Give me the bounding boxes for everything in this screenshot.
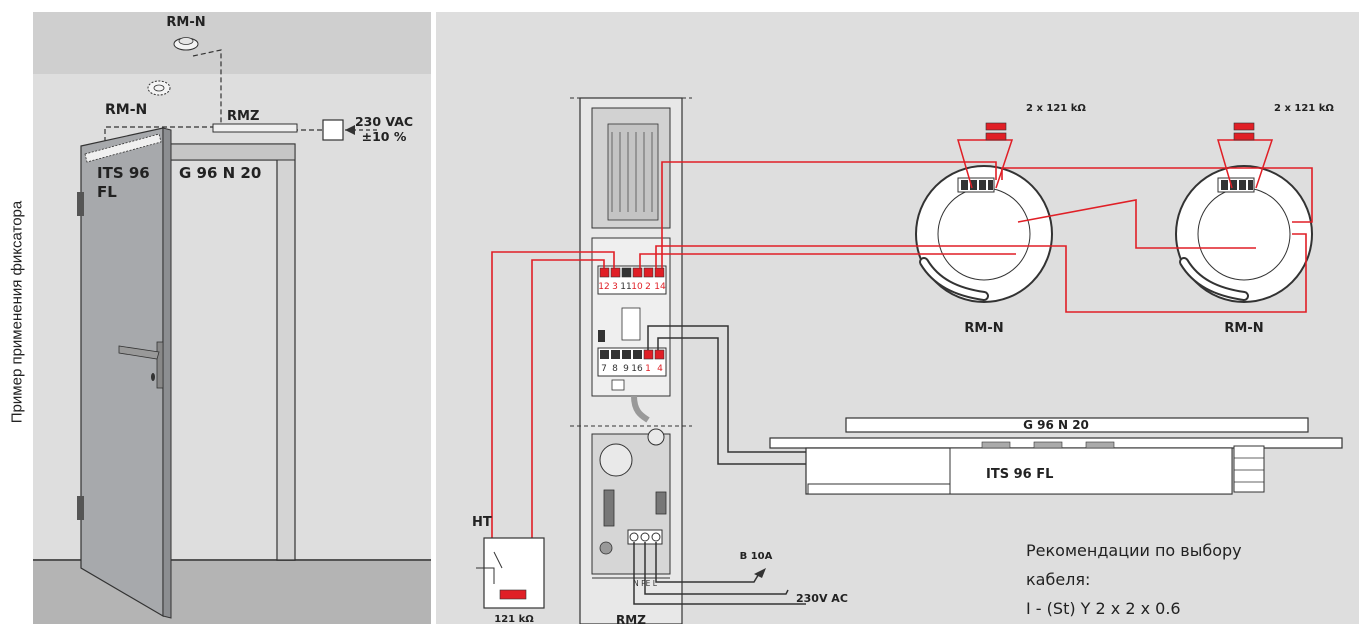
ceiling-smoke-detector-icon (173, 37, 199, 51)
rmz-label: RMZ (227, 109, 259, 124)
wiring-diagram-panel: 12 3 11 10 2 14 7 8 9 16 1 4 (436, 12, 1359, 624)
terminal-lower-7: 7 (601, 364, 607, 374)
controller-housing (570, 97, 692, 624)
terminal-upper-10: 10 (631, 282, 643, 292)
door-installation-panel: RM-N RM-N 230 VAC ±10 % RMZ (33, 12, 431, 624)
power-supply-box (322, 119, 344, 141)
terminal-lower-9: 9 (623, 364, 629, 374)
detector-label-2: RM-N (1224, 321, 1263, 336)
terminal-lower-4: 4 (657, 364, 663, 374)
terminal-upper-numbers: 12 3 11 10 2 14 (598, 282, 666, 292)
terminal-lower-16: 16 (631, 364, 643, 374)
mains-label: 230V AC (796, 592, 848, 605)
ceiling (33, 12, 431, 74)
terminal-upper-2: 2 (645, 282, 651, 292)
door-frame (164, 143, 296, 561)
smoke-detector-base-1 (915, 165, 1053, 303)
ht-manual-release-button (476, 537, 545, 609)
transom-smoke-detector-icon (147, 80, 171, 96)
its-unit-label: ITS 96 FL (986, 467, 1053, 482)
door-leaf-edge (162, 127, 172, 619)
g96-label: G 96 N 20 (179, 164, 261, 182)
resistor-pair-2 (1217, 122, 1274, 189)
ht-label: HT (472, 515, 492, 530)
cable-recommendation-line3: I - (St) Y 2 x 2 x 0.6 (1026, 599, 1181, 618)
terminal-block-lower (597, 347, 667, 377)
wiring-diagram: 12 3 11 10 2 14 7 8 9 16 1 4 (472, 97, 1343, 624)
cable-recommendation-line2: кабеля: (1026, 570, 1091, 589)
lower-hinge-icon (77, 496, 84, 520)
side-caption: Пример применения фиксатора (4, 0, 30, 624)
breaker-label: B 10A (740, 551, 773, 562)
its-control-wires (647, 325, 806, 465)
rmz-unit (212, 123, 298, 133)
cable-recommendation-line1: Рекомендации по выбору (1026, 541, 1242, 560)
ceiling-detector-label: RM-N (166, 15, 205, 30)
its-label-line2: FL (97, 183, 117, 201)
g96-bar-label: G 96 N 20 (1023, 418, 1089, 432)
power-arrow-icon (345, 125, 355, 135)
resistor-pair-1 (957, 122, 1014, 189)
resistor-label-1: 2 x 121 kΩ (1026, 103, 1086, 114)
door-closer-arm (84, 133, 162, 163)
its-closer-unit (805, 441, 1265, 495)
side-caption-text: Пример применения фиксатора (8, 200, 26, 424)
power-tolerance-label: ±10 % (362, 129, 407, 144)
transom-detector-label: RM-N (105, 102, 147, 118)
terminal-lower-1: 1 (645, 364, 651, 374)
terminal-upper-14: 14 (654, 282, 666, 292)
door-handle-icon (118, 341, 164, 389)
rmz-label: RMZ (616, 613, 646, 624)
its-label-line1: ITS 96 (97, 164, 150, 182)
door-leaf (80, 127, 164, 618)
terminal-block-upper (597, 265, 667, 295)
door-frame-header (164, 143, 296, 161)
door-installation-drawing: RM-N RM-N 230 VAC ±10 % RMZ (33, 12, 431, 624)
upper-hinge-icon (77, 192, 84, 216)
terminal-lower-8: 8 (612, 364, 618, 374)
detector-label-1: RM-N (964, 321, 1003, 336)
cable-recommendation: Рекомендации по выбору кабеля: I - (St) … (1026, 536, 1326, 623)
terminal-upper-3: 3 (612, 282, 618, 292)
terminal-lower-numbers: 7 8 9 16 1 4 (601, 364, 663, 374)
circuit-breaker-icon (736, 568, 766, 583)
terminal-upper-11: 11 (620, 282, 631, 292)
ht-resistor-label: 121 kΩ (494, 614, 534, 624)
terminal-upper-12: 12 (598, 282, 609, 292)
mains-wiring (633, 542, 806, 605)
power-voltage-label: 230 VAC (355, 114, 413, 129)
smoke-detector-base-2 (1175, 165, 1313, 303)
rmz-terminal-block (627, 529, 663, 545)
resistor-label-2: 2 x 121 kΩ (1274, 103, 1334, 114)
